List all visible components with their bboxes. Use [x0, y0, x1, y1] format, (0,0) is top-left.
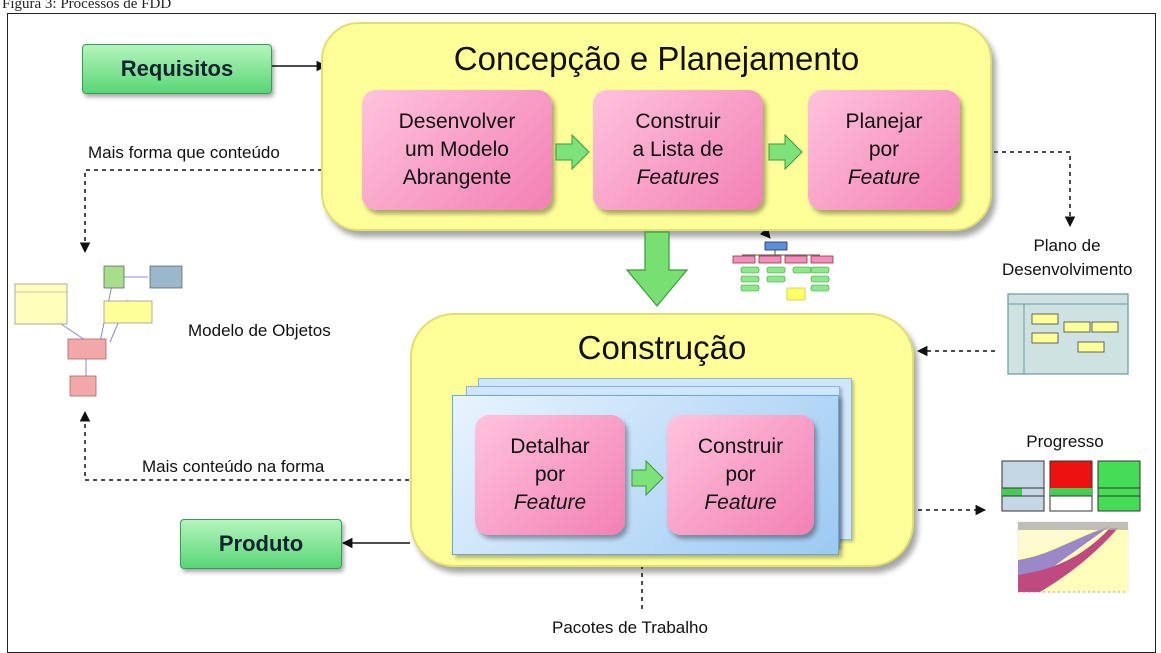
phase-down-arrow	[625, 231, 689, 307]
step-design-by-feature: Detalhar por Feature	[475, 415, 625, 535]
label-progresso: Progresso	[1026, 432, 1104, 451]
produto-label: Produto	[218, 531, 304, 556]
phase-construction-title: Construção	[577, 329, 747, 366]
design-to-build-arrow	[631, 459, 664, 497]
progress-tiles	[1001, 460, 1141, 512]
figure-caption: Figura 3: Processos de FDD	[2, 0, 172, 12]
requisitos-label: Requisitos	[120, 56, 234, 81]
development-plan-graphic	[1007, 293, 1129, 375]
label-pacotes: Pacotes de Trabalho	[552, 618, 708, 637]
detail-to-object-arrow	[79, 410, 473, 481]
object-model-graphic	[14, 265, 183, 397]
step-build-feature-list: Construir a Lista de Features	[593, 90, 763, 210]
progress-chart	[1017, 521, 1129, 593]
phase-planning-title: Concepção e Planejamento	[453, 40, 860, 77]
step-arrow-2	[768, 133, 803, 171]
step-plan-by-feature: Planejar por Feature	[808, 90, 960, 210]
step-develop-model: Desenvolver um Modelo Abrangente	[362, 90, 552, 210]
label-mais-forma: Mais forma que conteúdo	[88, 143, 280, 162]
label-plano-1: Plano de	[1033, 236, 1101, 255]
plan-to-plano-arrow	[962, 151, 1076, 228]
step-arrow-1	[555, 133, 590, 171]
model-to-object-arrow	[79, 169, 362, 254]
label-modelo-objetos: Modelo de Objetos	[188, 321, 331, 340]
requisitos-box: Requisitos	[82, 44, 272, 94]
step-build-by-feature: Construir por Feature	[667, 415, 814, 535]
produto-box: Produto	[180, 519, 342, 569]
label-mais-conteudo: Mais conteúdo na forma	[142, 457, 325, 476]
label-plano-2: Desenvolvimento	[1002, 260, 1133, 279]
